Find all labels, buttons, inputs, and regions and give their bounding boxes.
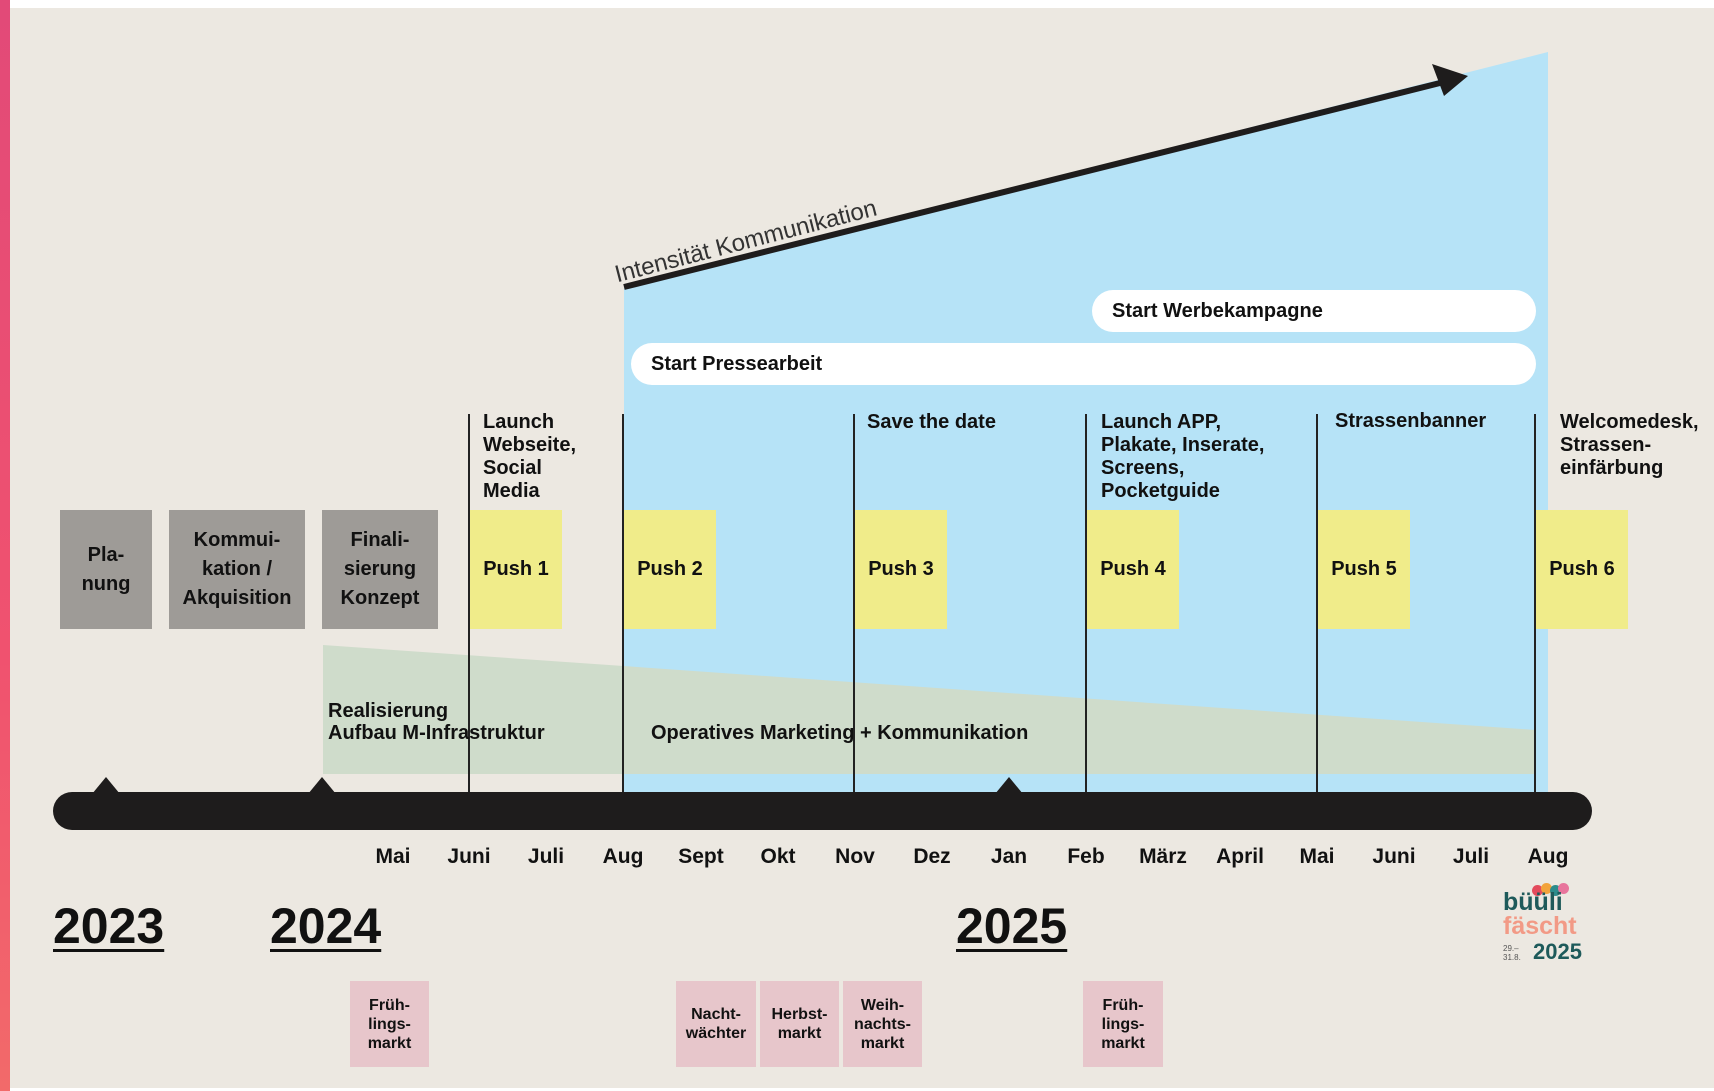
label-save-the-date: Save the date	[867, 411, 996, 433]
bottom-edge	[10, 1088, 1714, 1091]
push-4: Push 4	[1087, 510, 1179, 629]
month-dez-2024: Dez	[913, 845, 951, 868]
phase-kommunikation: Kommui- kation / Akquisition	[169, 510, 305, 629]
month-nov-2024: Nov	[835, 845, 875, 868]
timeline-marker-2025	[995, 777, 1023, 794]
push-3: Push 3	[855, 510, 947, 629]
timeline-marker-2024	[308, 777, 336, 794]
month-feb-2025: Feb	[1067, 845, 1105, 868]
month-maerz-2025: März	[1139, 845, 1187, 868]
intensity-arrow-line	[623, 80, 1441, 290]
month-mai-2024: Mai	[375, 845, 411, 868]
market-fruehlingsmarkt-2024: Früh- lings- markt	[350, 981, 429, 1067]
operative-band	[323, 645, 1536, 774]
logo-line-1: büüli	[1503, 888, 1563, 916]
label-launch-app: Launch APP, Plakate, Inserate, Screens, …	[1101, 411, 1265, 502]
buelifaescht-logo: büüli fäscht 29.– 31.8. 2025	[1500, 883, 1600, 965]
timeline-marker-2023	[92, 777, 120, 794]
label-launch-webseite: Launch Webseite, Social Media	[483, 411, 576, 502]
push-1: Push 1	[470, 510, 562, 629]
timeline-bar	[53, 792, 1592, 830]
year-2023: 2023	[53, 898, 165, 954]
year-2024: 2024	[270, 898, 382, 954]
month-sept-2024: Sept	[678, 845, 724, 868]
pill-start-werbekampagne: Start Werbekampagne	[1092, 290, 1536, 332]
pill-start-pressearbeit: Start Pressearbeit	[631, 343, 1536, 385]
year-2025: 2025	[956, 898, 1068, 954]
label-strassenbanner: Strassenbanner	[1335, 410, 1487, 432]
logo-line-2: fäscht	[1503, 912, 1577, 940]
month-aug-2024: Aug	[602, 845, 644, 868]
market-herbstmarkt: Herbst- markt	[760, 981, 839, 1067]
logo-year: 2025	[1533, 939, 1582, 964]
month-mai-2025: Mai	[1299, 845, 1335, 868]
push-6: Push 6	[1536, 510, 1628, 629]
month-juli-2024: Juli	[527, 845, 565, 868]
logo-dots	[1526, 883, 1574, 897]
logo-dates: 29.– 31.8.	[1503, 944, 1521, 962]
label-welcomedesk: Welcomedesk, Strassen- einfärbung	[1560, 411, 1699, 479]
top-edge	[10, 0, 1714, 8]
label-operatives-marketing: Operatives Marketing + Kommunikation	[651, 722, 1029, 744]
market-weihnachtsmarkt: Weih- nachts- markt	[843, 981, 922, 1067]
push-5: Push 5	[1318, 510, 1410, 629]
left-accent-bar	[0, 0, 10, 1091]
month-juni-2025: Juni	[1372, 845, 1416, 868]
market-fruehlingsmarkt-2025: Früh- lings- markt	[1083, 981, 1163, 1067]
push-2: Push 2	[624, 510, 716, 629]
market-nachtwaechter: Nacht- wächter	[676, 981, 756, 1067]
intensity-arrow-head	[1432, 64, 1468, 96]
month-juli-2025: Juli	[1452, 845, 1490, 868]
month-okt-2024: Okt	[760, 845, 796, 868]
phase-planung: Pla- nung	[60, 510, 152, 629]
month-juni-2024: Juni	[447, 845, 491, 868]
phase-finalisierung: Finali- sierung Konzept	[322, 510, 438, 629]
month-jan-2025: Jan	[990, 845, 1028, 868]
month-aug-2025: Aug	[1527, 845, 1569, 868]
month-april-2025: April	[1216, 845, 1264, 868]
label-realisierung: Realisierung Aufbau M-Infrastruktur	[328, 700, 545, 744]
